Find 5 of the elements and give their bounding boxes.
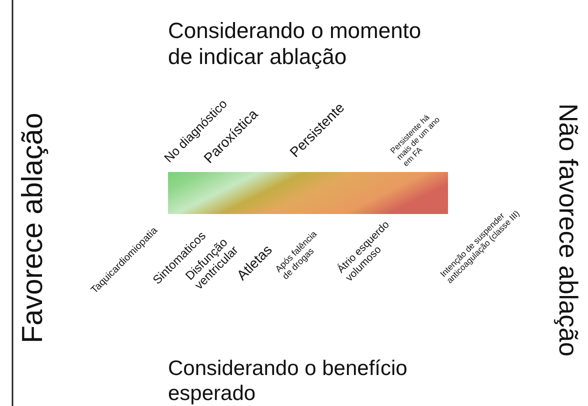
axis-label: Favorece ablação: [18, 112, 50, 344]
heading: Considerando o benefício esperado: [168, 356, 408, 406]
gradient-bar: [168, 172, 448, 214]
heading: Considerando o momento de indicar ablação: [168, 18, 422, 71]
axis-label: Não favorece ablação: [554, 104, 582, 356]
